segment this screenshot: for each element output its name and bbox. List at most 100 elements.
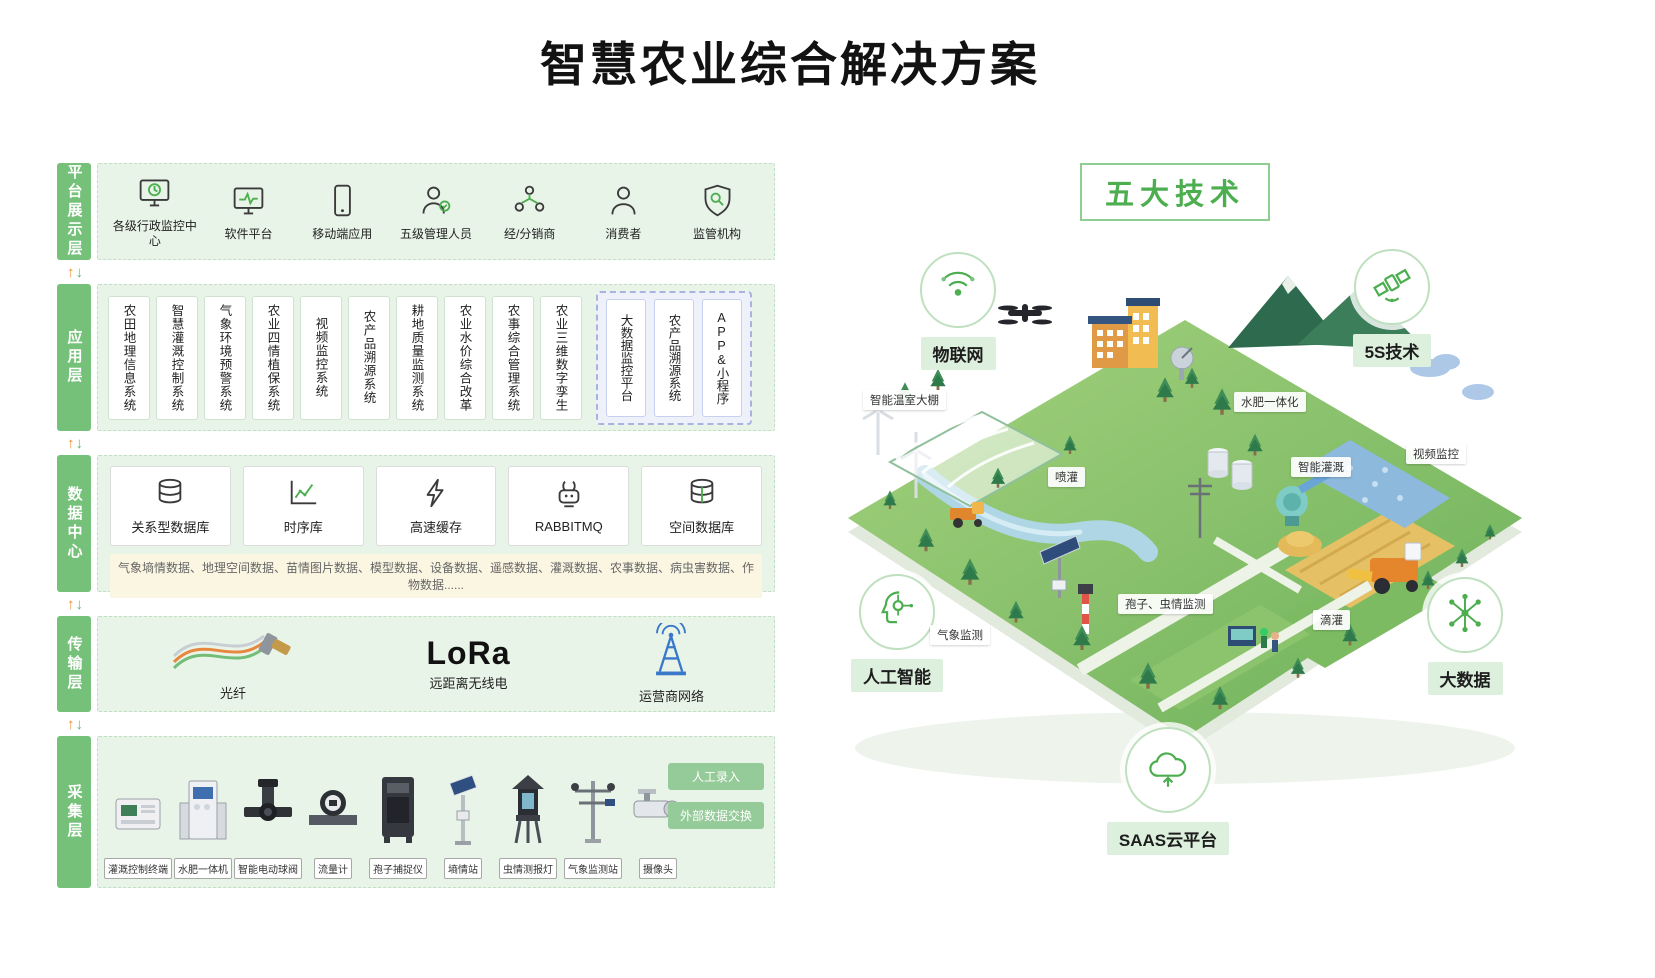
tech-label-saas: SAAS云平台 <box>1106 822 1230 855</box>
up-arrow-icon: ↑ <box>67 595 75 613</box>
scene-label-video-monitor: 视频监控 <box>1406 444 1466 464</box>
tech-saas: SAAS云平台 <box>1103 727 1233 855</box>
saas-cloud-icon <box>1146 746 1190 795</box>
tech-label-ai: 人工智能 <box>851 659 943 692</box>
device-electric-valve: 智能电动球阀 <box>234 773 302 879</box>
down-arrow-icon: ↓ <box>75 434 84 452</box>
application-system: 农产品溯源系统 <box>348 295 390 420</box>
distributor-icon <box>511 182 548 224</box>
application-system: 农田地理信息系统 <box>108 295 150 420</box>
mobile-app-icon <box>324 182 361 224</box>
portal-item: 农产品溯源系统 <box>654 298 694 417</box>
data-types-strip: 气象墒情数据、地理空间数据、苗情图片数据、模型数据、设备数据、遥感数据、灌溉数据… <box>110 554 762 598</box>
carrier-tower-icon <box>642 618 700 684</box>
regulator-shield-icon <box>699 182 736 224</box>
tech-iot: 物联网 <box>893 252 1023 370</box>
platform-item-label: 经/分销商 <box>503 226 556 241</box>
data-center-content: 关系型数据库 时序库 高速缓存 RABBITMQ 空间数据库 <box>97 455 775 598</box>
rabbitmq-icon <box>553 479 585 514</box>
tech-bigdata: 大数据 <box>1400 577 1530 695</box>
platform-item: 移动端应用 <box>297 182 387 242</box>
5s-circle <box>1354 249 1430 325</box>
down-arrow-icon: ↓ <box>75 263 84 281</box>
data-store: 关系型数据库 <box>110 466 231 546</box>
up-arrow-icon: ↑ <box>67 263 75 281</box>
transport-item-lora: LoRa 远距离无线电 <box>426 634 511 692</box>
data-store: 时序库 <box>242 466 364 546</box>
data-store-label: 关系型数据库 <box>131 519 210 535</box>
device-label: 水肥一体机 <box>174 858 232 879</box>
device-label: 流量计 <box>314 858 352 879</box>
manual-entry-button: 人工录入 <box>667 763 764 790</box>
platform-item-label: 消费者 <box>605 226 642 241</box>
device-fertigation-machine: 水肥一体机 <box>173 773 233 879</box>
transport-layer-label: 传输层 <box>57 616 91 712</box>
platform-item: 监管机构 <box>672 182 762 242</box>
application-system: 视频监控系统 <box>300 295 342 420</box>
flow-arrows: ↑ ↓ <box>57 712 775 736</box>
five-technologies-header: 五大技术 <box>1080 163 1270 221</box>
portal-group: 大数据监控平台 农产品溯源系统 APP&小程序 <box>596 290 752 425</box>
ai-circle <box>859 574 935 650</box>
device-label: 气象监测站 <box>564 858 622 879</box>
up-arrow-icon: ↑ <box>67 434 75 452</box>
platform-item: 经/分销商 <box>485 182 575 242</box>
device-image-electric-valve <box>240 773 296 852</box>
database-icon <box>154 477 186 512</box>
transport-item-carrier: 运营商网络 <box>639 618 704 705</box>
device-image-fertigation-machine <box>175 773 231 852</box>
drone-icon <box>998 304 1052 325</box>
transport-item-label: 远距离无线电 <box>429 676 508 692</box>
up-arrow-icon: ↑ <box>67 715 75 733</box>
timeseries-chart-icon <box>287 477 319 512</box>
spatial-database-icon <box>686 477 718 512</box>
device-label: 孢子捕捉仪 <box>369 858 427 879</box>
device-image-irrigation-terminal <box>110 773 166 852</box>
architecture-stack: 平台展示层 各级行政监控中心 软件平台 移动端应用 五级管理人员 经/分销商 <box>57 163 775 888</box>
data-store-label: 时序库 <box>283 519 323 535</box>
platform-item: 软件平台 <box>204 182 294 242</box>
collection-layer-content: 灌溉控制终端 水肥一体机 智能电动球阀 流量计 孢子捕捉仪 墒情站 <box>97 736 775 888</box>
tech-ai: 人工智能 <box>832 574 962 692</box>
portal-item: 大数据监控平台 <box>606 298 646 417</box>
device-label: 虫情测报灯 <box>499 858 557 879</box>
software-platform-icon <box>230 182 267 224</box>
platform-item-label: 软件平台 <box>224 226 273 241</box>
portal-item: APP&小程序 <box>702 298 742 417</box>
scene-label-spore-insect: 孢子、虫情监测 <box>1118 594 1213 614</box>
platform-layer-label: 平台展示层 <box>57 163 91 260</box>
application-layer: 应用层 农田地理信息系统 智慧灌溉控制系统 气象环境预警系统 农业四情植保系统 … <box>57 284 775 431</box>
scene-label-weather: 气象监测 <box>930 625 990 645</box>
application-system: 农业水价综合改革 <box>444 295 486 420</box>
device-flow-meter: 流量计 <box>303 773 363 879</box>
device-label: 灌溉控制终端 <box>104 858 172 879</box>
data-store: 高速缓存 <box>375 466 497 546</box>
scene-label-greenhouse: 智能温室大棚 <box>863 390 946 410</box>
tech-5s: 5S技术 <box>1327 249 1457 367</box>
transport-item-fiber: 光纤 <box>168 626 298 702</box>
iot-icon <box>936 266 980 315</box>
data-center-layer-label: 数据中心 <box>57 455 91 592</box>
device-image-insect-lamp <box>500 773 556 852</box>
device-irrigation-terminal: 灌溉控制终端 <box>104 773 172 879</box>
platform-layer-content: 各级行政监控中心 软件平台 移动端应用 五级管理人员 经/分销商 消费者 <box>97 163 775 260</box>
iot-circle <box>920 252 996 328</box>
data-store-label: RABBITMQ <box>534 518 603 534</box>
collection-layer-label: 采集层 <box>57 736 91 888</box>
lightning-icon <box>420 477 452 512</box>
farm-scene <box>848 276 1522 784</box>
down-arrow-icon: ↓ <box>75 715 84 733</box>
data-store: 空间数据库 <box>641 466 762 546</box>
data-store-row: 关系型数据库 时序库 高速缓存 RABBITMQ 空间数据库 <box>110 466 762 546</box>
application-system: 农业四情植保系统 <box>252 295 294 420</box>
device-label: 智能电动球阀 <box>234 858 302 879</box>
satellite-icon <box>1370 263 1414 312</box>
application-system: 农业三维数字孪生 <box>540 295 582 420</box>
platform-item: 五级管理人员 <box>391 182 481 242</box>
application-system: 智慧灌溉控制系统 <box>156 295 198 420</box>
lora-logo: LoRa <box>426 634 511 671</box>
device-image-weather-station <box>565 773 621 852</box>
platform-item-label: 各级行政监控中心 <box>112 219 197 248</box>
device-insect-lamp: 虫情测报灯 <box>498 773 558 879</box>
down-arrow-icon: ↓ <box>75 595 84 613</box>
